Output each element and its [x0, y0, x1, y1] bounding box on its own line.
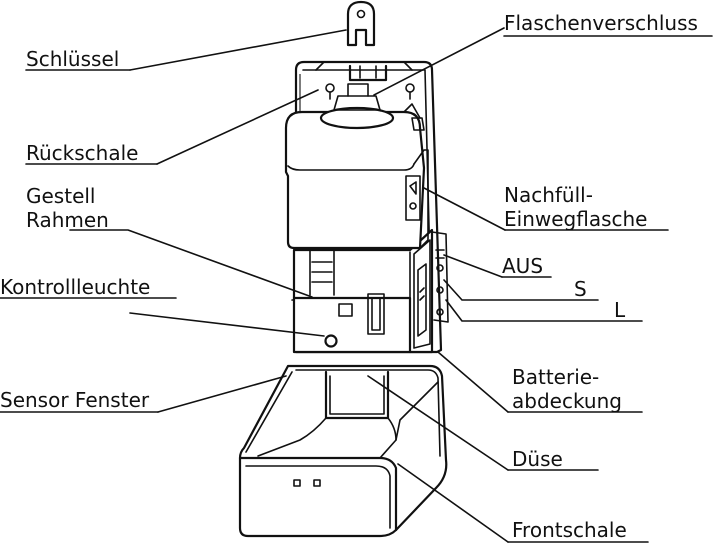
label-nachfuell: Nachfüll- — [504, 183, 593, 207]
label-schluessel: Schlüssel — [26, 47, 119, 71]
label-frontschale: Frontschale — [512, 518, 627, 542]
label-batterie: Batterie- — [512, 365, 599, 389]
front-shell-drawing — [238, 364, 448, 538]
leader-lines — [0, 27, 713, 543]
bottle-drawing — [284, 83, 429, 250]
frame-drawing — [291, 228, 434, 354]
label-gestell: Gestell — [26, 184, 95, 208]
label-l: L — [614, 298, 626, 322]
label-aus: AUS — [502, 254, 543, 278]
side-switch-drawing — [431, 231, 449, 323]
label-flaschenverschluss: Flaschenverschluss — [504, 11, 698, 35]
key-drawing — [346, 0, 376, 47]
label-abdeckung: abdeckung — [512, 389, 622, 413]
label-sensor-fenster: Sensor Fenster — [0, 388, 150, 412]
label-kontrollleuchte: Kontrollleuchte — [0, 275, 150, 299]
label-rahmen: Rahmen — [26, 208, 109, 232]
label-s: S — [574, 277, 587, 301]
label-einwegflasche: Einwegflasche — [504, 207, 647, 231]
label-duese: Düse — [512, 447, 563, 471]
label-rueckschale: Rückschale — [26, 141, 138, 165]
